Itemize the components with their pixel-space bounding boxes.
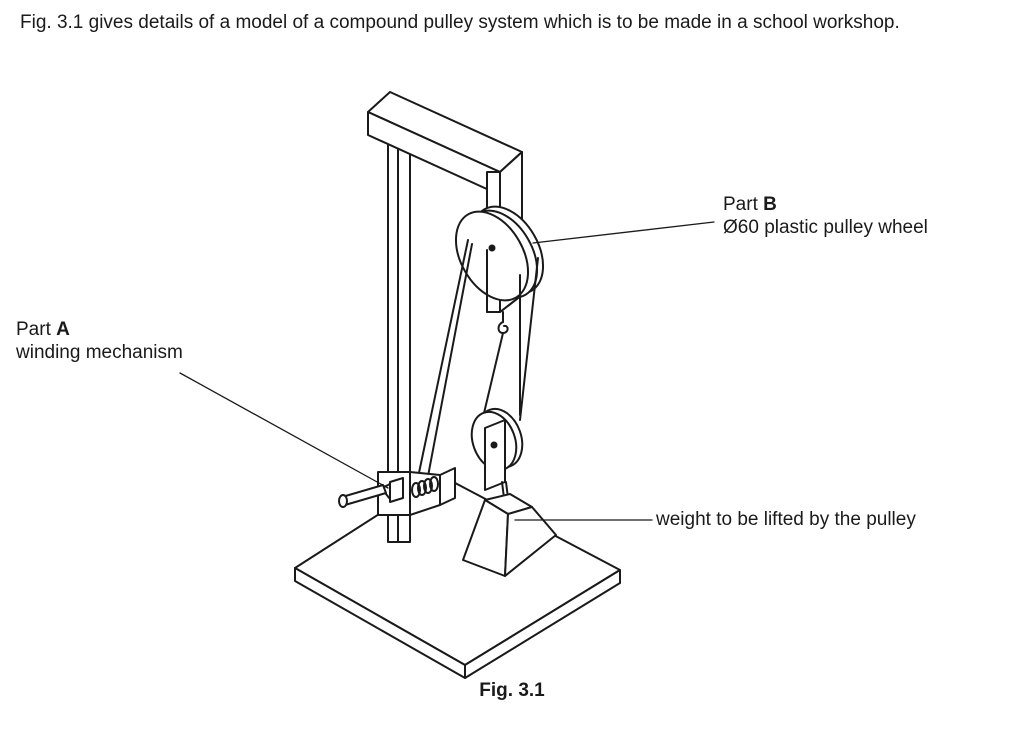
main-pulley-wheel — [454, 205, 545, 313]
label-part-b-desc: Ø60 plastic pulley wheel — [723, 217, 928, 238]
winding-spindle — [411, 476, 439, 498]
label-part-b-letter: B — [763, 194, 777, 215]
label-part-a-desc: winding mechanism — [16, 342, 183, 363]
label-part-a: Part A winding mechanism — [16, 318, 183, 364]
label-part-a-letter: A — [56, 319, 70, 340]
weight-block — [462, 493, 557, 577]
label-part-b: Part B Ø60 plastic pulley wheel — [723, 193, 928, 239]
intro-text: Fig. 3.1 gives details of a model of a c… — [20, 12, 900, 33]
base-board — [294, 474, 621, 679]
label-part-b-prefix: Part — [723, 194, 764, 215]
leader-lines — [179, 221, 715, 521]
lower-pulley-wheel — [470, 407, 524, 507]
label-part-a-prefix: Part — [16, 319, 57, 340]
upper-hook — [497, 311, 509, 334]
crank-handle — [338, 477, 404, 508]
ropes — [415, 239, 539, 493]
upright-post — [387, 137, 411, 543]
label-weight: weight to be lifted by the pulley — [656, 509, 916, 530]
figure-caption: Fig. 3.1 — [479, 680, 545, 701]
